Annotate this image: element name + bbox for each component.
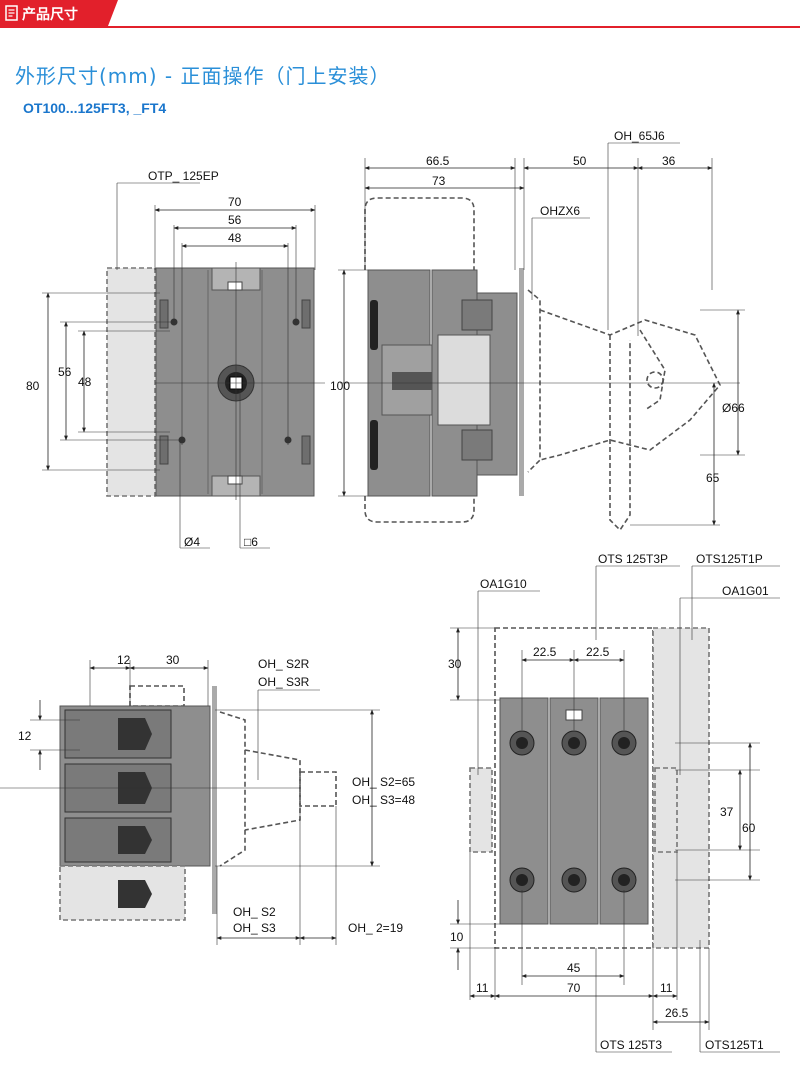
label-ots125t1: OTS125T1	[705, 1038, 764, 1052]
label-ots-125t3p: OTS 125T3P	[598, 552, 668, 566]
dim-37: 37	[720, 805, 734, 819]
label-oh-s3: OH_ S3	[233, 921, 276, 935]
aux-contact-oa1g10	[469, 767, 493, 853]
dim-11-left: 11	[476, 981, 489, 995]
dim-65: 65	[706, 471, 720, 485]
dim-66-5: 66.5	[426, 154, 450, 168]
dim-48-side: 48	[78, 375, 92, 389]
dim-22-5-b: 22.5	[586, 645, 610, 659]
dim-36: 36	[662, 154, 676, 168]
dim-dia-66: Ø66	[722, 401, 745, 415]
auxiliary-contact-outline	[106, 267, 156, 497]
header-tab: 产品尺寸	[0, 0, 118, 26]
dim-60: 60	[742, 821, 756, 835]
dim-12-side: 12	[18, 729, 32, 743]
dim-48-top: 48	[228, 231, 242, 245]
label-oh-s2: OH_ S2	[233, 905, 276, 919]
top-view	[450, 565, 780, 1053]
dim-56-top: 56	[228, 213, 242, 227]
label-oa1g10: OA1G10	[480, 577, 527, 591]
dim-73: 73	[432, 174, 446, 188]
tab-background	[0, 0, 118, 26]
label-oa1g01: OA1G01	[722, 584, 769, 598]
dim-70-bottom: 70	[567, 981, 581, 995]
dim-30: 30	[448, 657, 462, 671]
dim-10: 10	[450, 930, 464, 944]
label-oh-s3-48: OH_ S3=48	[352, 793, 415, 807]
aux-contact-oa1g01	[654, 767, 678, 853]
label-square-shaft: □6	[244, 535, 258, 549]
dim-22-5-a: 22.5	[533, 645, 557, 659]
model-subtitle: OT100...125FT3, _FT4	[23, 100, 167, 116]
label-ots-125t3: OTS 125T3	[600, 1038, 662, 1052]
label-ots125t1p: OTS125T1P	[696, 552, 763, 566]
dim-45: 45	[567, 961, 581, 975]
document-icon	[5, 5, 18, 21]
terminal-shroud-3p-outline	[494, 627, 654, 949]
dim-30-top: 30	[166, 653, 180, 667]
label-oh-s2-65: OH_ S2=65	[352, 775, 415, 789]
dim-26-5: 26.5	[665, 1006, 689, 1020]
dim-56-side: 56	[58, 365, 72, 379]
dim-50: 50	[573, 154, 587, 168]
label-oh-s2r: OH_ S2R	[258, 657, 310, 671]
label-otp-125ep: OTP_ 125EP	[148, 169, 219, 183]
shaft-view	[0, 660, 380, 945]
door-panel	[519, 268, 524, 496]
front-view	[42, 182, 325, 549]
dim-11-right: 11	[660, 981, 673, 995]
header-divider	[0, 26, 800, 28]
label-oh-65j6: OH_65J6	[614, 129, 665, 143]
dim-12-top: 12	[117, 653, 131, 667]
dim-80: 80	[26, 379, 40, 393]
dim-100: 100	[330, 379, 350, 393]
side-view	[338, 142, 745, 532]
label-oh-s3r: OH_ S3R	[258, 675, 310, 689]
label-oh-2-19: OH_ 2=19	[348, 921, 403, 935]
label-hole-diameter: Ø4	[184, 535, 200, 549]
label-ohzx6: OHZX6	[540, 204, 580, 218]
dim-70: 70	[228, 195, 242, 209]
page-title: 外形尺寸(mm) - 正面操作（门上安装）	[15, 64, 391, 88]
tab-label: 产品尺寸	[22, 7, 78, 23]
